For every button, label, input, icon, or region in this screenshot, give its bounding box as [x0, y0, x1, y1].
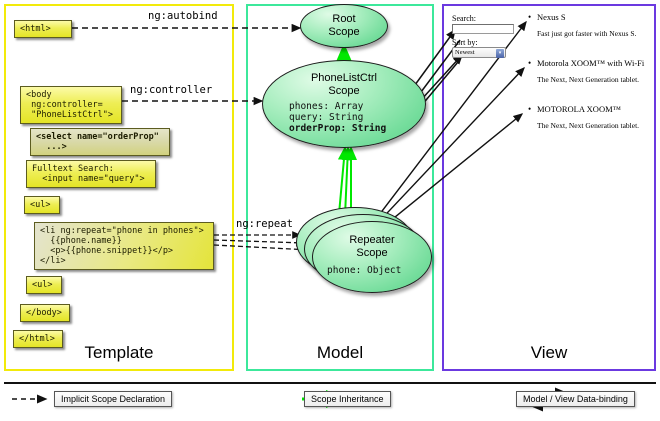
bullet-icon: • [528, 58, 532, 68]
prop-phones: phones: Array [289, 101, 364, 112]
code-box-ul-open: <ul> [24, 196, 60, 214]
chevron-down-icon[interactable]: ▾ [496, 49, 504, 58]
bullet-icon: • [528, 104, 532, 114]
list-item[interactable]: • Nexus S [528, 12, 566, 22]
legend-divider [4, 382, 656, 384]
list-item-name: Nexus S [537, 12, 566, 22]
prop-query: query: String [289, 112, 364, 123]
code-box-li-repeat: <li ng:repeat="phone in phones"> {{phone… [34, 222, 214, 270]
code-box-ul-close: <ul> [26, 276, 62, 294]
list-item[interactable]: • MOTOROLA XOOM™ [528, 104, 621, 114]
label-ng-controller: ng:controller [130, 84, 213, 96]
code-box-body-open: <body ng:controller= "PhoneListCtrl"> [20, 86, 122, 124]
search-input[interactable] [452, 24, 514, 34]
panel-model-title: Model [316, 343, 364, 362]
list-item-name: Motorola XOOM™ with Wi-Fi [537, 58, 645, 68]
sort-select-value: Newest [455, 49, 475, 56]
panel-view-title: View [530, 343, 568, 362]
legend-implicit-scope-declaration: Implicit Scope Declaration [54, 391, 173, 407]
scope-phonelistctrl-props: phones: Array query: String orderProp: S… [289, 101, 425, 134]
sort-label: Sort by: [452, 38, 478, 47]
label-ng-autobind: ng:autobind [148, 10, 218, 22]
legend-model-view-data-binding: Model / View Data-binding [516, 391, 635, 407]
code-box-html-close: </html> [13, 330, 63, 348]
legend-scope-inheritance: Scope Inheritance [304, 391, 391, 407]
prop-orderprop: orderProp: String [289, 123, 387, 134]
code-box-fulltext-search: Fulltext Search: <input name="query"> [26, 160, 156, 188]
search-label: Search: [452, 14, 476, 23]
code-box-body-close: </body> [20, 304, 70, 322]
list-item-snippet: The Next, Next Generation tablet. [537, 75, 640, 84]
sort-select[interactable]: Newest ▾ [452, 47, 506, 58]
prop-phone: phone: Object [327, 265, 402, 276]
list-item-snippet: Fast just got faster with Nexus S. [537, 29, 637, 38]
list-item[interactable]: • Motorola XOOM™ with Wi-Fi [528, 58, 645, 68]
label-ng-repeat: ng:repeat [236, 218, 293, 230]
bullet-icon: • [528, 12, 532, 22]
code-box-html-open: <html> [14, 20, 72, 38]
list-item-name: MOTOROLA XOOM™ [537, 104, 621, 114]
code-box-select: <select name="orderProp" ...> [30, 128, 170, 156]
list-item-snippet: The Next, Next Generation tablet. [537, 121, 640, 130]
panel-template-title: Template [84, 343, 154, 362]
